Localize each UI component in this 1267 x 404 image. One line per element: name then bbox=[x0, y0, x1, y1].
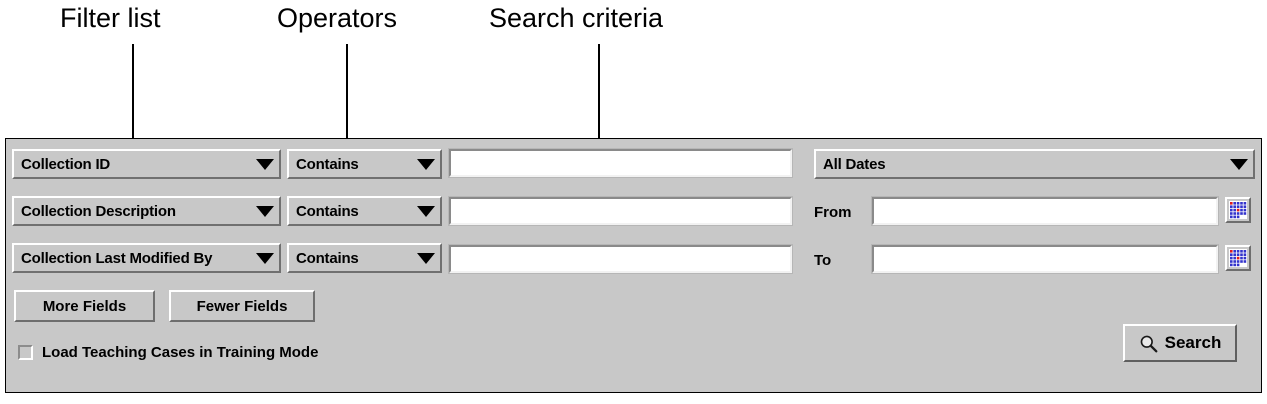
chevron-down-icon bbox=[256, 158, 274, 170]
search-criteria-input-3[interactable] bbox=[448, 244, 793, 274]
search-filter-panel: Collection ID Contains All Dates Collect… bbox=[5, 138, 1262, 393]
filter-field-select-2[interactable]: Collection Description bbox=[12, 196, 281, 226]
to-label: To bbox=[814, 252, 832, 269]
load-teaching-cases-label: Load Teaching Cases in Training Mode bbox=[42, 344, 319, 361]
calendar-icon bbox=[1229, 249, 1247, 267]
annotation-search-criteria-line bbox=[598, 44, 600, 160]
operator-label-2: Contains bbox=[296, 202, 359, 220]
chevron-down-icon bbox=[1230, 158, 1248, 170]
date-range-label: All Dates bbox=[823, 155, 886, 173]
fewer-fields-button[interactable]: Fewer Fields bbox=[169, 290, 315, 322]
calendar-to-button[interactable] bbox=[1225, 245, 1251, 271]
calendar-icon bbox=[1229, 201, 1247, 219]
date-to-input[interactable] bbox=[871, 244, 1219, 274]
date-from-field[interactable] bbox=[874, 199, 1216, 223]
search-criteria-input-1[interactable] bbox=[448, 148, 793, 178]
search-criteria-input-2[interactable] bbox=[448, 196, 793, 226]
annotation-filter-list-line bbox=[132, 44, 134, 139]
search-criteria-field-2[interactable] bbox=[451, 199, 790, 223]
annotation-search-criteria-label: Search criteria bbox=[489, 3, 664, 33]
calendar-from-button[interactable] bbox=[1225, 197, 1251, 223]
filter-field-select-1[interactable]: Collection ID bbox=[12, 149, 281, 179]
date-to-field[interactable] bbox=[874, 247, 1216, 271]
annotation-filter-list-label: Filter list bbox=[60, 3, 161, 33]
filter-field-label-2: Collection Description bbox=[21, 202, 176, 220]
chevron-down-icon bbox=[417, 205, 435, 217]
chevron-down-icon bbox=[256, 252, 274, 264]
filter-field-select-3[interactable]: Collection Last Modified By bbox=[12, 243, 281, 273]
from-label: From bbox=[814, 204, 852, 221]
chevron-down-icon bbox=[417, 252, 435, 264]
magnifier-icon bbox=[1140, 335, 1158, 352]
chevron-down-icon bbox=[417, 158, 435, 170]
load-teaching-cases-checkbox-row[interactable]: Load Teaching Cases in Training Mode bbox=[18, 344, 318, 361]
search-button[interactable]: Search bbox=[1123, 324, 1237, 362]
search-button-label: Search bbox=[1164, 333, 1222, 352]
date-from-input[interactable] bbox=[871, 196, 1219, 226]
chevron-down-icon bbox=[256, 205, 274, 217]
load-teaching-cases-checkbox[interactable] bbox=[18, 345, 33, 360]
annotation-operators-line bbox=[346, 44, 348, 139]
filter-field-label-3: Collection Last Modified By bbox=[21, 249, 213, 267]
search-criteria-field-3[interactable] bbox=[451, 247, 790, 271]
operator-select-3[interactable]: Contains bbox=[287, 243, 442, 273]
operator-label-1: Contains bbox=[296, 155, 359, 173]
filter-field-label-1: Collection ID bbox=[21, 155, 111, 173]
more-fields-button[interactable]: More Fields bbox=[14, 290, 155, 322]
operator-select-2[interactable]: Contains bbox=[287, 196, 442, 226]
operator-label-3: Contains bbox=[296, 249, 359, 267]
operator-select-1[interactable]: Contains bbox=[287, 149, 442, 179]
annotation-operators-label: Operators bbox=[277, 3, 398, 33]
date-range-select[interactable]: All Dates bbox=[814, 149, 1255, 179]
search-criteria-field-1[interactable] bbox=[451, 151, 790, 175]
